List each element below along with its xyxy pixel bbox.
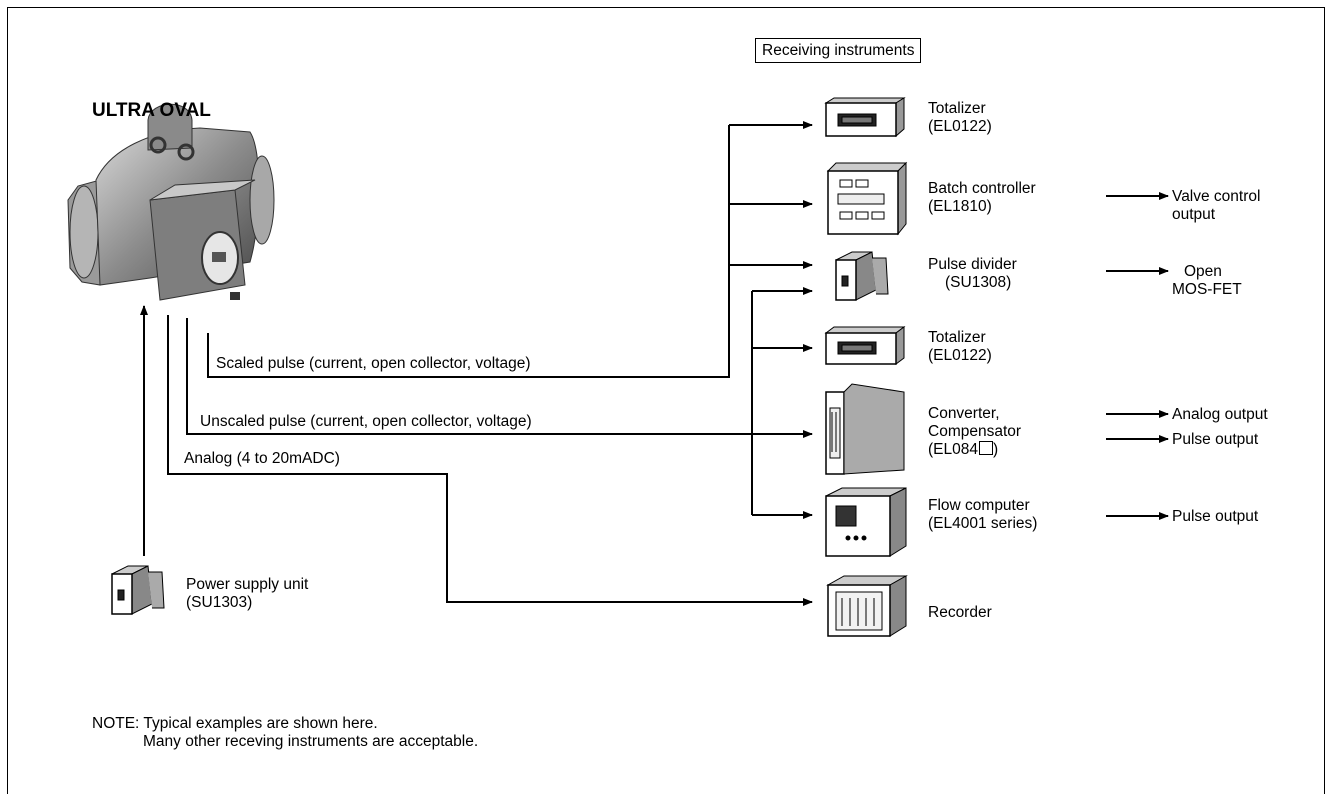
scaled-pulse-line <box>207 125 730 378</box>
pulse-divider-name: Pulse divider <box>928 256 1017 273</box>
batch-controller-image <box>826 161 908 236</box>
recorder-name: Recorder <box>928 604 992 621</box>
converter-name-1: Converter, <box>928 405 1000 422</box>
power-supply-image <box>111 565 165 615</box>
pulse-divider-model: (SU1308) <box>945 274 1012 291</box>
converter-model-text: (EL084 <box>928 441 978 458</box>
valve-output-line2: output <box>1172 206 1216 223</box>
note-line1: NOTE: Typical examples are shown here. <box>92 715 378 732</box>
open-output-line1: Open <box>1184 263 1222 280</box>
totalizer2-model: (EL0122) <box>928 347 992 364</box>
totalizer2-name: Totalizer <box>928 329 986 346</box>
unscaled-pulse-label: Unscaled pulse (current, open collector,… <box>200 413 532 430</box>
diagram-frame <box>7 7 1325 794</box>
flow-computer-image <box>825 487 907 557</box>
open-output-line2: MOS-FET <box>1172 281 1242 298</box>
pulse-output-label-1: Pulse output <box>1172 431 1259 448</box>
flow-computer-name: Flow computer <box>928 497 1030 514</box>
analog-label: Analog (4 to 20mADC) <box>184 450 340 467</box>
recorder-image <box>826 575 908 637</box>
totalizer1-image <box>824 97 906 138</box>
meter-title: ULTRA OVAL <box>92 100 211 121</box>
placeholder-square-icon <box>978 441 993 455</box>
converter-name-2: Compensator <box>928 423 1022 440</box>
analog-line <box>167 315 813 606</box>
power-supply-name: Power supply unit <box>186 576 309 593</box>
pulse-divider-image <box>835 251 889 301</box>
converter-image <box>825 383 905 475</box>
analog-output-label: Analog output <box>1172 406 1268 423</box>
receiving-instruments-label: Receiving instruments <box>755 38 922 63</box>
totalizer1-model: (EL0122) <box>928 118 992 135</box>
totalizer1-name: Totalizer <box>928 100 986 117</box>
power-supply-model: (SU1303) <box>186 594 253 611</box>
valve-output-line1: Valve control <box>1172 188 1261 205</box>
unscaled-pulse-line <box>186 318 813 438</box>
totalizer2-image <box>824 326 906 365</box>
batch-model: (EL1810) <box>928 198 992 215</box>
converter-model: (EL084) <box>928 441 999 458</box>
flow-computer-model: (EL4001 series) <box>928 515 1038 532</box>
ultra-oval-meter-image <box>67 103 275 301</box>
scaled-pulse-label: Scaled pulse (current, open collector, v… <box>216 355 531 372</box>
batch-name: Batch controller <box>928 180 1036 197</box>
pulse-output-label-2: Pulse output <box>1172 508 1259 525</box>
note-line2: Many other receving instruments are acce… <box>143 733 479 750</box>
